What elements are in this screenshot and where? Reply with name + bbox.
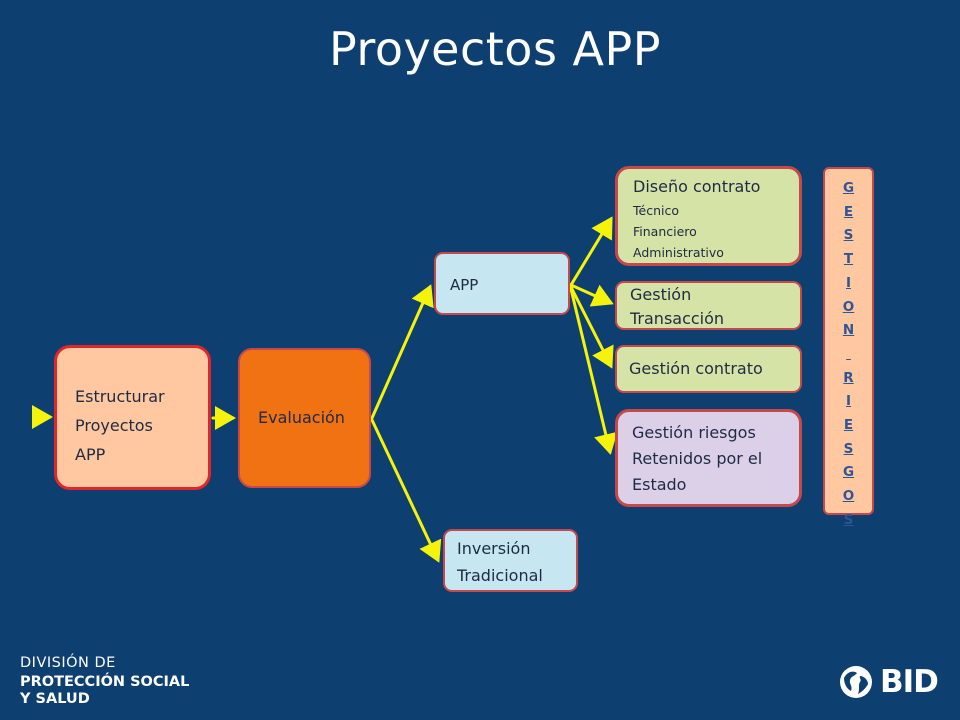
- side-letter: N: [842, 322, 855, 339]
- node-gestion-riesgos: Gestión riesgos Retenidos por el Estado: [615, 409, 802, 507]
- arrow-app-to-riesgos: [569, 287, 618, 455]
- side-letter: S: [843, 227, 854, 244]
- node-label: Diseño contrato: [633, 177, 761, 196]
- side-letter-spacer: [846, 343, 851, 367]
- node-label-line: Transacción: [630, 309, 725, 328]
- side-letter: O: [842, 488, 855, 505]
- node-label: Gestión contrato: [629, 359, 763, 378]
- node-label-line: APP: [75, 445, 106, 464]
- node-label-line: Estructurar: [75, 387, 165, 406]
- node-sub-item: Técnico: [633, 203, 679, 218]
- node-label: Evaluación: [258, 408, 345, 427]
- arrow-evaluacion-to-app: [370, 284, 434, 420]
- bid-logo: BID: [838, 664, 939, 700]
- node-label-line: Estado: [632, 475, 687, 494]
- arrow-app-to-transaccion: [569, 283, 614, 307]
- side-letter: G: [842, 464, 855, 481]
- side-letter: I: [845, 393, 852, 410]
- node-diseno-contrato: Diseño contrato Técnico Financiero Admin…: [615, 166, 802, 266]
- footer-division-line1: DIVISIÓN DE: [20, 655, 116, 671]
- footer-division-line3: Y SALUD: [20, 691, 90, 707]
- node-gestion-transaccion: Gestión Transacción: [615, 281, 802, 330]
- node-label-line: Retenidos por el: [632, 449, 763, 468]
- globe-icon: [840, 666, 872, 698]
- side-letter: R: [843, 369, 854, 386]
- node-estructurar-proyectos: Estructurar Proyectos APP: [54, 345, 211, 490]
- node-label-line: Gestión riesgos: [632, 423, 756, 442]
- node-sub-item: Financiero: [633, 224, 697, 239]
- node-sub-item: Administrativo: [633, 245, 724, 260]
- side-letter: T: [843, 251, 854, 268]
- side-letter: E: [843, 203, 854, 220]
- arrow-app-to-diseno: [569, 216, 613, 287]
- node-gestion-contrato: Gestión contrato: [615, 345, 802, 393]
- node-label-line: Inversión: [457, 539, 531, 558]
- arrow-app-to-contrato: [569, 285, 614, 369]
- node-label-line: Proyectos: [75, 416, 153, 435]
- side-letter: G: [842, 180, 855, 196]
- node-inversion-tradicional: Inversión Tradicional: [443, 529, 578, 592]
- arrow-evaluacion-to-inversion: [370, 418, 442, 563]
- side-letter: I: [845, 274, 852, 291]
- node-label: APP: [450, 276, 479, 294]
- footer-division-line2: PROTECCIÓN SOCIAL: [20, 674, 190, 690]
- page-title: Proyectos APP: [328, 22, 661, 76]
- side-letter: E: [843, 417, 854, 434]
- side-letter: S: [843, 440, 854, 457]
- bid-logo-text: BID: [880, 664, 939, 700]
- node-evaluacion: Evaluación: [238, 348, 371, 488]
- side-letter: S: [843, 511, 854, 528]
- side-letter: O: [842, 298, 855, 315]
- node-app: APP: [434, 252, 570, 315]
- gestion-riesgos-sidebar: G E S T I O N R I E S G O S: [823, 167, 874, 528]
- node-label-line: Gestión: [630, 285, 692, 304]
- node-label-line: Tradicional: [457, 566, 543, 585]
